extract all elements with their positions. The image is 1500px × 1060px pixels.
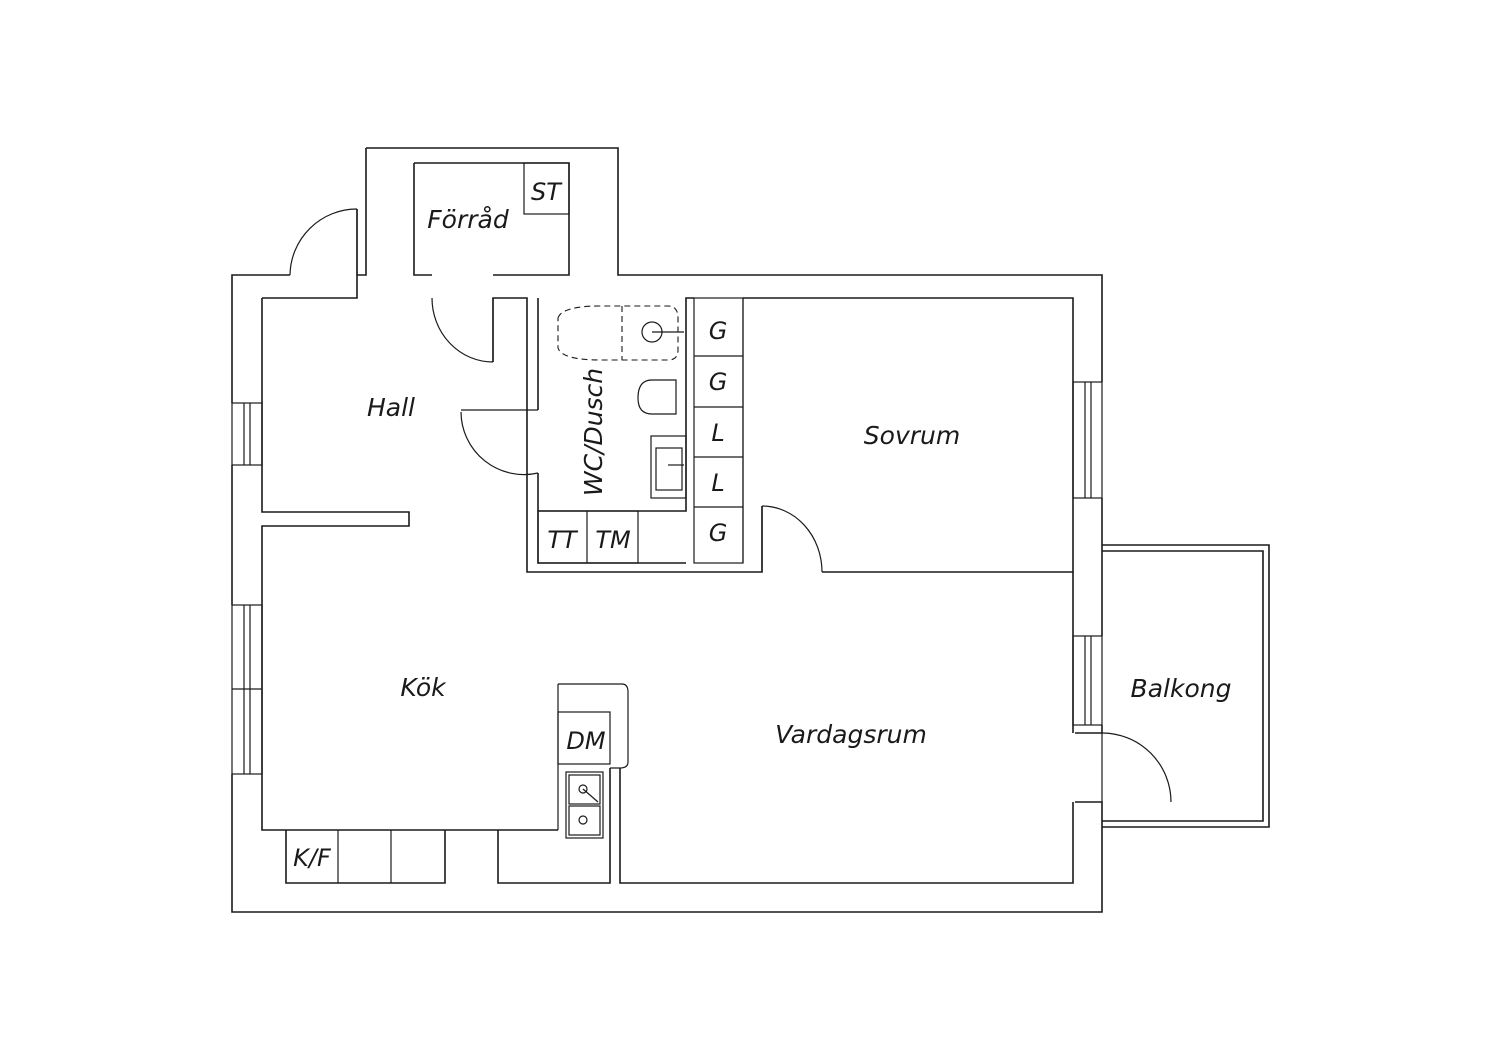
- room-label-balkong: Balkong: [1131, 674, 1232, 703]
- balcony: [1102, 544, 1270, 828]
- wardrobes: [693, 297, 744, 564]
- fixture-label-tm: TM: [595, 526, 631, 554]
- room-label-vardagsrum: Vardagsrum: [775, 720, 927, 749]
- fixture-label-kf: K/F: [293, 844, 332, 872]
- room-label-hall: Hall: [367, 393, 415, 422]
- fixture-label-l2: L: [711, 469, 724, 497]
- storage-room-walls: [413, 162, 570, 276]
- kitchen-counter: [337, 683, 629, 883]
- fixture-label-g2: G: [709, 368, 728, 396]
- windows: [231, 381, 1103, 775]
- interior-wall-faces: [261, 209, 1074, 884]
- fixture-label-g1: G: [709, 317, 728, 345]
- fixture-label-st: ST: [531, 178, 563, 206]
- exterior-walls: [231, 147, 1103, 913]
- room-label-kok: Kök: [400, 673, 447, 702]
- room-label-sovrum: Sovrum: [864, 421, 960, 450]
- fixture-label-dm: DM: [566, 727, 605, 755]
- fixture-label-tt: TT: [547, 526, 579, 554]
- wc-fixtures: [537, 305, 687, 564]
- fixture-label-g3: G: [709, 519, 728, 547]
- room-label-wc: WC/Dusch: [579, 368, 608, 496]
- fixture-label-l1: L: [711, 419, 724, 447]
- doors: [289, 208, 1172, 803]
- room-label-forrad: Förråd: [427, 205, 509, 234]
